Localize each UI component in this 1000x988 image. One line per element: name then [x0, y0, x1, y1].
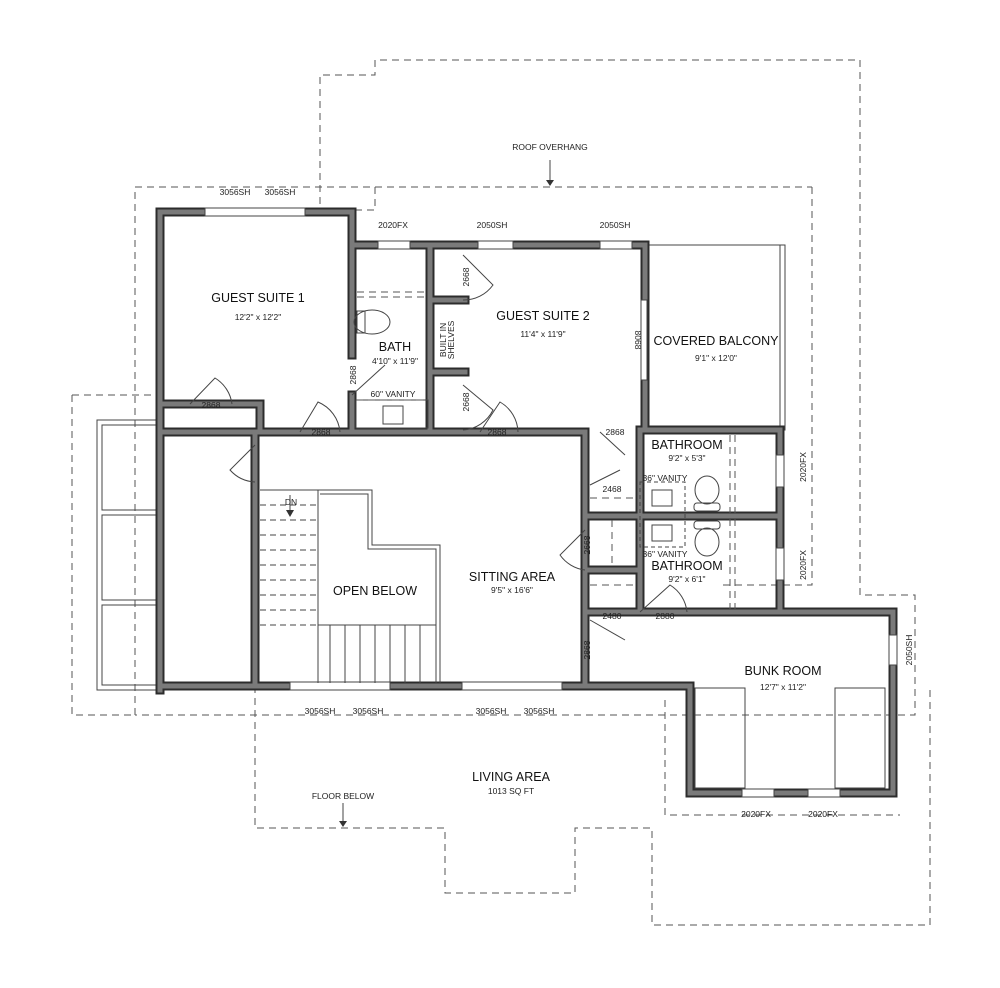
- left-deck: [96, 419, 161, 691]
- covered-balcony-name: COVERED BALCONY: [653, 334, 779, 348]
- floor-below-outline: [254, 686, 931, 926]
- stair-down-label: DN: [285, 497, 297, 507]
- guest-suite-2-size: 11'4" x 11'9": [520, 329, 565, 339]
- window-tags: 3056SH 3056SH 2020FX 2050SH 2050SH 2020F…: [220, 187, 914, 819]
- living-area-name: LIVING AREA: [472, 770, 550, 784]
- bathroom-1-size: 9'2" x 5'3": [668, 453, 705, 463]
- bathroom-2-size: 9'2" x 6'1": [668, 574, 705, 584]
- open-below-name: OPEN BELOW: [333, 584, 417, 598]
- guest-suite-2-name: GUEST SUITE 2: [496, 309, 590, 323]
- bath-name: BATH: [379, 340, 411, 354]
- shelves-label: SHELVES: [446, 320, 456, 359]
- built-in-label: BUILT IN: [438, 323, 448, 357]
- sitting-area-name: SITTING AREA: [469, 570, 556, 584]
- living-area-size: 1013 SQ FT: [488, 786, 534, 796]
- door-tag: 2868: [202, 400, 221, 410]
- door-tag: 8068: [633, 331, 643, 350]
- door-tag: 2868: [606, 427, 625, 437]
- window-tag: 2020FX: [798, 550, 808, 580]
- door-tag: 2668: [582, 535, 592, 554]
- door-tag: 2668: [461, 392, 471, 411]
- window-tag: 2020FX: [741, 809, 771, 819]
- staircase: [260, 489, 441, 683]
- door-tag: 2668: [461, 267, 471, 286]
- window-tag: 2020FX: [378, 220, 408, 230]
- guest-suite-1-name: GUEST SUITE 1: [211, 291, 305, 305]
- door-tag: 2480: [603, 611, 622, 621]
- window-tag: 2050SH: [904, 635, 914, 666]
- vanity-36b-label: 36" VANITY: [643, 549, 688, 559]
- bunk-bed-left: [694, 687, 746, 789]
- door-tag: 2468: [603, 484, 622, 494]
- window-tag: 3056SH: [265, 187, 296, 197]
- window-tag: 3056SH: [353, 706, 384, 716]
- window-tag: 2050SH: [477, 220, 508, 230]
- door-tags: 2868 2868 2868 2668 2668 2868 8068 2868 …: [202, 267, 675, 659]
- floor-below-label: FLOOR BELOW: [312, 791, 374, 801]
- window-tag: 3056SH: [220, 187, 251, 197]
- door-tag: 2868: [312, 427, 331, 437]
- window-tag: 3056SH: [305, 706, 336, 716]
- guest-suite-1-size: 12'2" x 12'2": [235, 312, 282, 322]
- windows: [204, 207, 898, 798]
- bathroom-1-name: BATHROOM: [651, 438, 722, 452]
- door-tag: 2880: [656, 611, 675, 621]
- window-tag: 2020FX: [798, 452, 808, 482]
- door-tag: 2868: [348, 365, 358, 384]
- roof-overhang-outline: [71, 59, 916, 716]
- bath-size: 4'10" x 11'9": [372, 356, 418, 366]
- window-tag: 2020FX: [808, 809, 838, 819]
- covered-balcony-size: 9'1" x 12'0": [695, 353, 737, 363]
- fixtures: [353, 291, 736, 610]
- door-tag: 2868: [488, 427, 507, 437]
- bathroom-2-name: BATHROOM: [651, 559, 722, 573]
- sitting-area-size: 9'5" x 16'6": [491, 585, 533, 595]
- vanity-60-label: 60" VANITY: [371, 389, 416, 399]
- window-tag: 3056SH: [524, 706, 555, 716]
- roof-overhang-label: ROOF OVERHANG: [512, 142, 588, 152]
- bunk-room-name: BUNK ROOM: [744, 664, 821, 678]
- door-tag: 2868: [582, 640, 592, 659]
- bunk-room-size: 12'7" x 11'2": [760, 682, 806, 692]
- vanity-36a-label: 36" VANITY: [643, 473, 688, 483]
- window-tag: 2050SH: [600, 220, 631, 230]
- window-tag: 3056SH: [476, 706, 507, 716]
- door-swings: [189, 254, 688, 641]
- bunk-bed-right: [834, 687, 886, 789]
